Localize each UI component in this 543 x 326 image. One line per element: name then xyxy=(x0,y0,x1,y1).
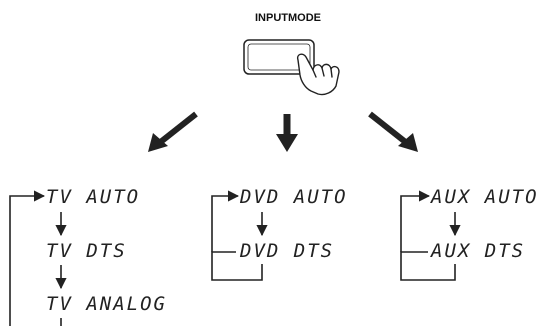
arrow-down xyxy=(276,114,298,152)
button-face[interactable] xyxy=(243,39,315,75)
aux-loop-arrow xyxy=(400,190,431,252)
dvd-return-line xyxy=(211,251,263,281)
tv-item-3: TV ANALOG xyxy=(46,293,167,315)
aux-column: AUX AUTO AUX DTS xyxy=(400,186,539,281)
inputmode-label: INPUTMODE xyxy=(255,12,321,24)
inputmode-button[interactable]: INPUTMODE xyxy=(243,12,321,75)
dvd-loop-arrow xyxy=(211,190,240,252)
tv-column: TV AUTO TV DTS TV ANALOG xyxy=(9,186,167,326)
arrow-left-diagonal xyxy=(148,111,198,152)
tv-loop-arrow xyxy=(9,190,46,326)
aux-item-1: AUX AUTO xyxy=(430,186,539,208)
tv-item-2: TV DTS xyxy=(46,240,127,262)
aux-item-2: AUX DTS xyxy=(430,240,525,262)
aux-return-line xyxy=(400,251,456,281)
dvd-item-2: DVD DTS xyxy=(239,240,334,262)
tv-item-1: TV AUTO xyxy=(46,186,140,208)
arrow-right-diagonal xyxy=(368,111,418,152)
dvd-item-1: DVD AUTO xyxy=(239,186,348,208)
button-bevel xyxy=(247,43,311,71)
dvd-column: DVD AUTO DVD DTS xyxy=(211,186,348,281)
hand-press-icon xyxy=(296,53,340,96)
